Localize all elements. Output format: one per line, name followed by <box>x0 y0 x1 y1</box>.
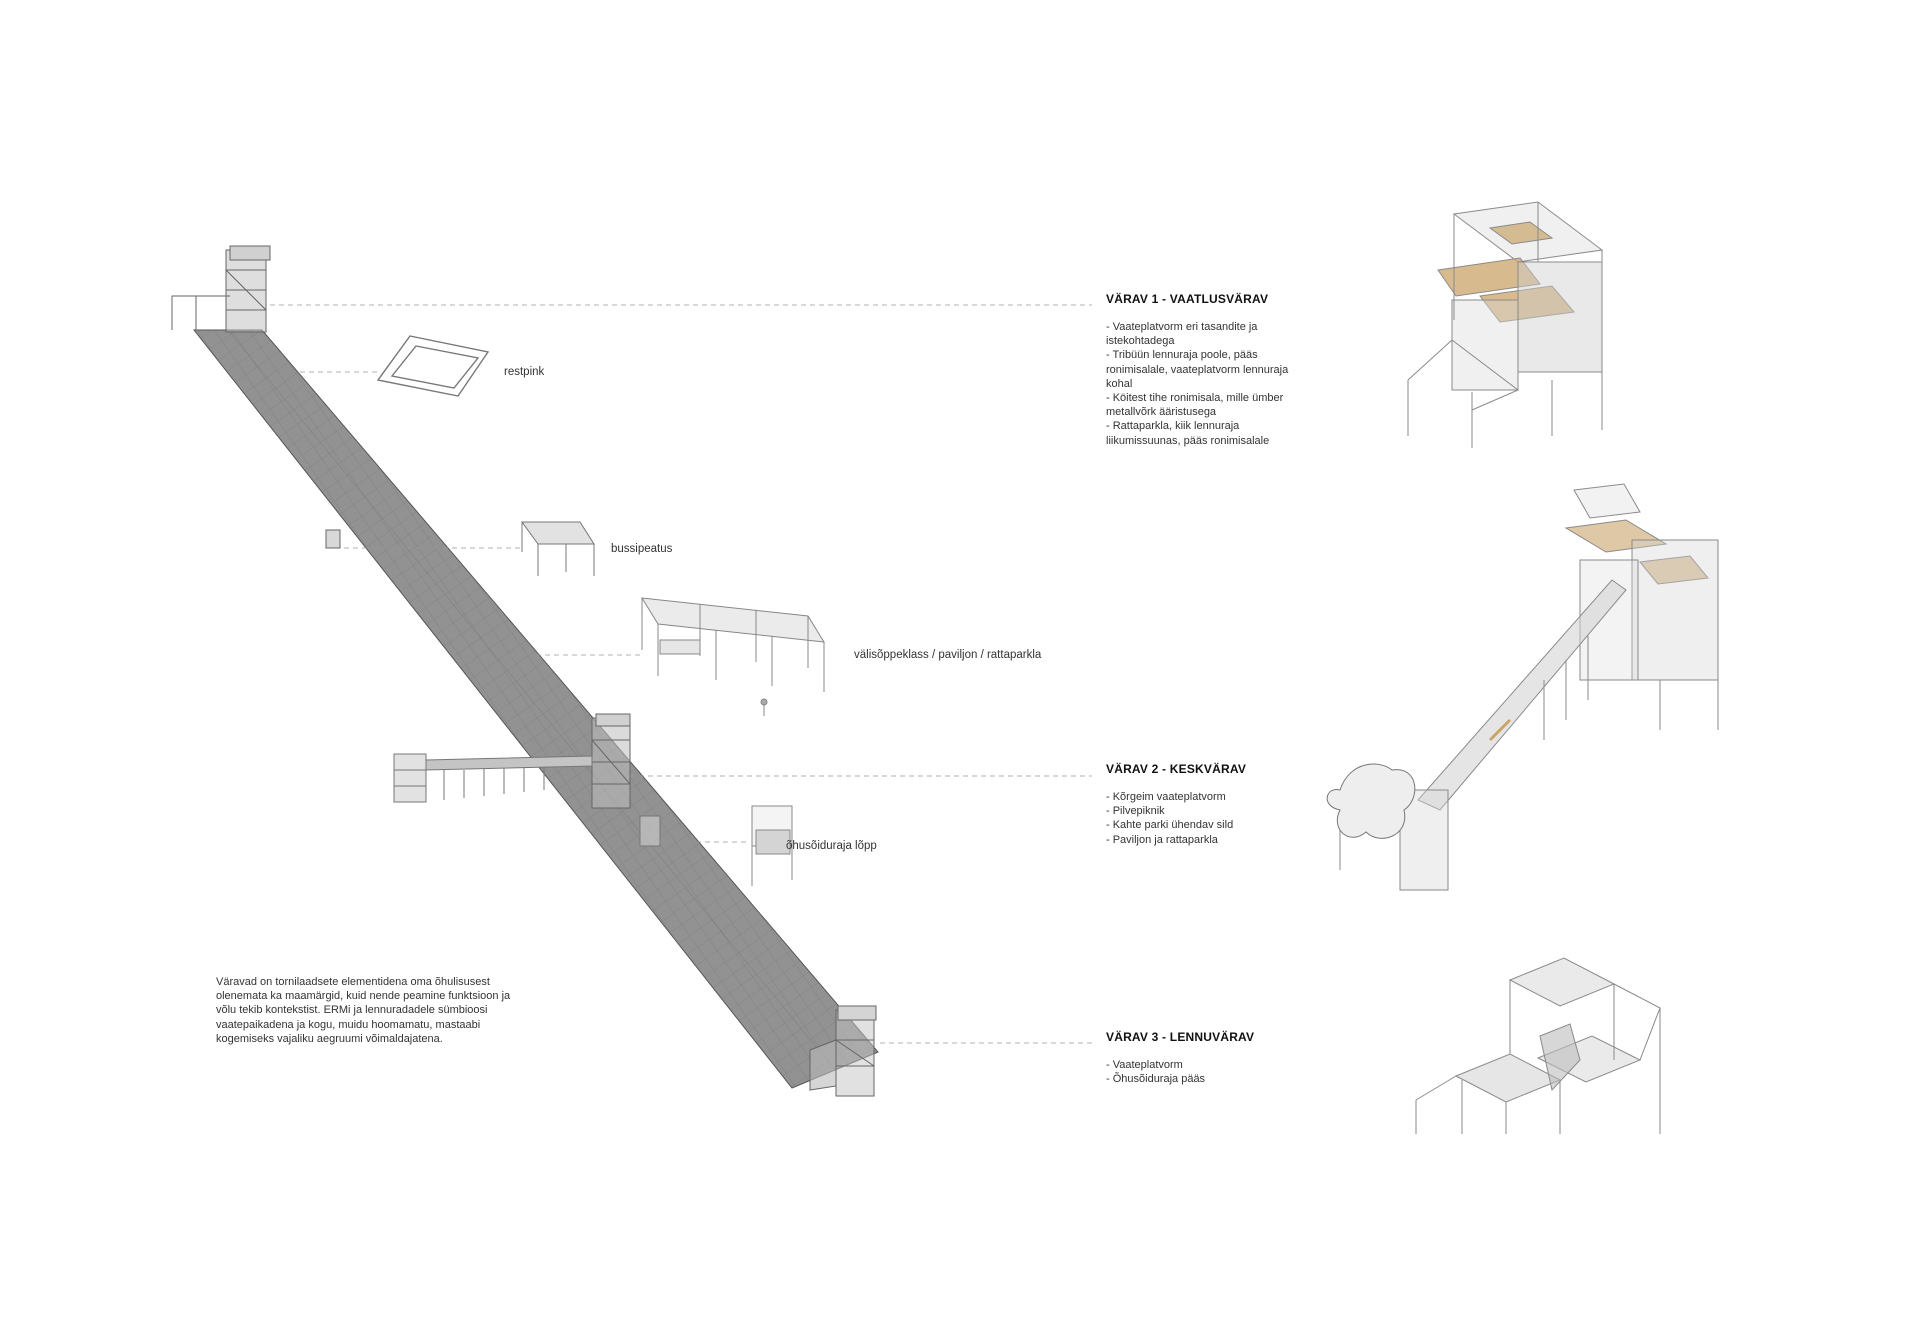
bus-shelter <box>521 521 595 576</box>
gate-3-detail <box>1415 957 1661 1134</box>
gate-2-item: - Kahte parki ühendav sild <box>1106 819 1234 832</box>
gate-2-tower <box>591 713 631 809</box>
gate-3-tower <box>809 1005 877 1097</box>
gate-3-title: VÄRAV 3 - LENNUVÄRAV <box>1106 1030 1255 1044</box>
gate-2-item: - Paviljon ja rattaparkla <box>1106 833 1218 846</box>
gate-2-item: - Pilvepiknik <box>1106 805 1165 818</box>
gate-3-item: - Vaateplatvorm <box>1106 1059 1183 1071</box>
gate-2-detail <box>1326 483 1719 891</box>
runway-end-structure <box>751 805 793 886</box>
gate-1-item: - Vaateplatvorm eri tasandite ja istekoh… <box>1106 321 1258 348</box>
gate-1-item: - Tribüün lennuraja poole, pääs ronimisa… <box>1106 349 1289 390</box>
pavilion-structure <box>641 597 825 716</box>
bridge <box>393 753 593 803</box>
label-runway-end: õhusõiduraja lõpp <box>786 840 877 852</box>
gate-1-description: - Vaateplatvorm eri tasandite ja istekoh… <box>1106 320 1306 448</box>
gate-1-item: - Rattaparkla, kiik lennuraja liikumissu… <box>1106 420 1270 447</box>
gate-2-item: - Kõrgeim vaateplatvorm <box>1106 791 1226 803</box>
restpink-bench <box>376 335 490 397</box>
small-pavilion <box>639 815 661 847</box>
gate-2-title: VÄRAV 2 - KESKVÄRAV <box>1106 762 1247 776</box>
label-bussipeatus: bussipeatus <box>611 543 673 555</box>
gate-1-tower <box>171 245 271 333</box>
gate-3-description: - Vaateplatvorm - Õhusõiduraja pääs <box>1106 1058 1306 1086</box>
gate-1-item: - Köitest tihe ronimisala, mille ümber m… <box>1106 392 1284 419</box>
label-pavilion: välisõppeklass / paviljon / rattaparkla <box>854 649 1042 661</box>
intro-paragraph: Väravad on tornilaadsete elementidena om… <box>216 976 511 1045</box>
gate-2-description: - Kõrgeim vaateplatvorm - Pilvepiknik - … <box>1106 790 1306 847</box>
label-restpink: restpink <box>504 366 545 378</box>
leader-lines <box>270 304 1092 1044</box>
gate-3-item: - Õhusõiduraja pääs <box>1106 1073 1206 1086</box>
gate-1-title: VÄRAV 1 - VAATLUSVÄRAV <box>1106 292 1269 306</box>
kiosk <box>325 529 341 549</box>
gate-1-detail <box>1407 201 1604 448</box>
